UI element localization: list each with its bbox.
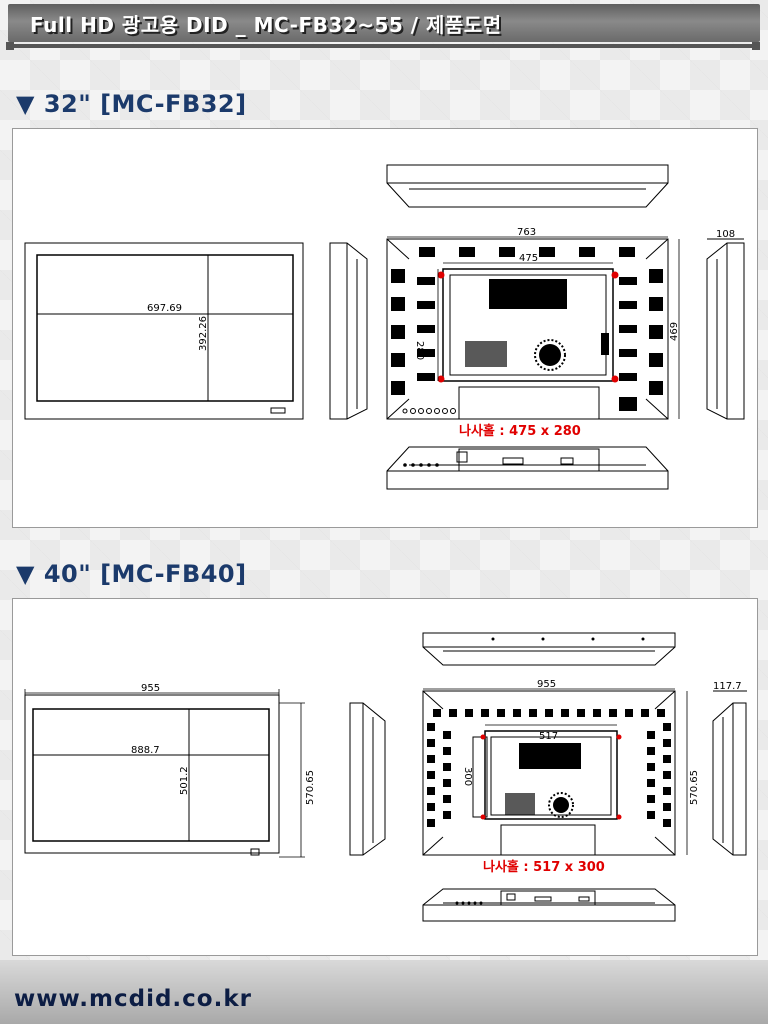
drawing-40: 955 888.7 501.2 570.65 [24, 632, 747, 922]
bottom-view-40 [422, 888, 676, 922]
hole-height-label: 280 [414, 341, 425, 360]
rear-vents-40 [427, 709, 671, 827]
rear-width-label: 955 [537, 679, 556, 690]
header-rule [8, 44, 760, 48]
outer-width-label: 955 [141, 683, 160, 694]
side-view-left-32 [329, 242, 368, 420]
screw-holes-40 [480, 734, 622, 820]
rear-height-label: 570.65 [689, 770, 700, 805]
front-dimension-lines-40 [24, 689, 305, 858]
rear-width-label: 763 [517, 227, 536, 238]
screw-holes-32 [437, 271, 619, 383]
top-view-40 [422, 632, 676, 666]
rear-view-32 [386, 238, 669, 420]
rear-dimension-lines-32 [387, 236, 680, 419]
rear-dimension-lines-40 [423, 688, 688, 855]
side-depth-label: 117.7 [713, 681, 742, 692]
rear-grille-32 [465, 333, 609, 371]
side-view-left-40 [349, 702, 386, 856]
bottom-connectors-32 [403, 463, 439, 467]
hole-height-label: 300 [462, 767, 473, 786]
drawing-panel-40: 955 888.7 501.2 570.65 [12, 598, 758, 956]
front-height-label: 501.2 [179, 766, 190, 795]
header-rule-end-left [6, 42, 14, 50]
hole-width-label: 475 [519, 253, 538, 264]
section-title-32: ▼ 32" [MC-FB32] [16, 90, 247, 118]
header-bar [8, 4, 760, 42]
rear-connectors-32 [402, 408, 456, 414]
rear-height-label: 469 [669, 322, 680, 341]
front-view-32 [24, 242, 304, 420]
front-width-label: 888.7 [131, 745, 160, 756]
hole-width-label: 517 [539, 731, 558, 742]
drawing-panel-32: 697.69 392.26 [12, 128, 758, 528]
website-link[interactable]: www.mcdid.co.kr [14, 986, 252, 1012]
rear-vents-32 [391, 247, 663, 411]
rear-grille-40 [505, 792, 574, 818]
footer-background [0, 960, 768, 1024]
top-view-32 [386, 164, 669, 208]
outer-height-label: 570.65 [305, 770, 316, 805]
front-view-40 [24, 694, 280, 856]
bottom-connectors-40 [455, 901, 483, 905]
drawing-32: 697.69 392.26 [24, 164, 745, 490]
top-view-holes-40 [491, 637, 645, 641]
side-depth-label: 108 [716, 229, 735, 240]
page-title: Full HD 광고용 DID _ MC-FB32~55 / 제품도면 [30, 13, 502, 37]
front-width-label: 697.69 [147, 303, 182, 314]
front-height-label: 392.26 [198, 316, 209, 351]
side-view-right-40 [712, 690, 747, 856]
screw-hole-label-32: 나사홀 : 475 x 280 [459, 423, 581, 439]
header-rule-end-right [752, 42, 760, 50]
screw-hole-label-40: 나사홀 : 517 x 300 [483, 859, 605, 875]
side-view-right-32 [706, 238, 745, 420]
rear-view-40 [422, 690, 676, 856]
section-title-40: ▼ 40" [MC-FB40] [16, 560, 247, 588]
bottom-view-32 [386, 446, 669, 490]
